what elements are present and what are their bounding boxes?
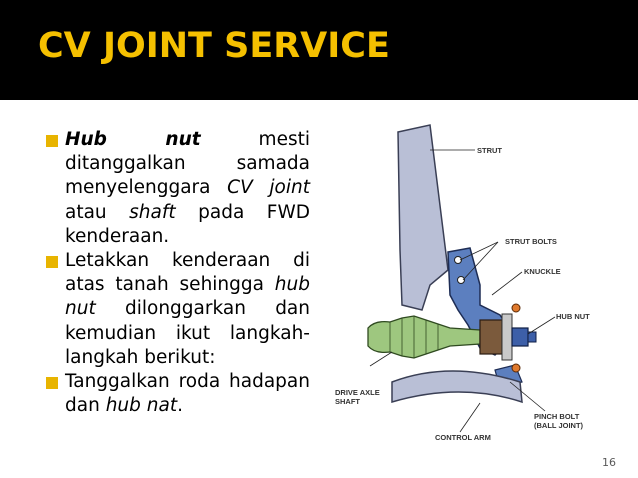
label-drive-axle: DRIVE AXLE xyxy=(335,388,380,397)
bullet-item: Hub nut mesti ditanggalkan samada menyel… xyxy=(46,128,310,249)
label-hub-nut: HUB NUT xyxy=(556,312,590,321)
bullet-item: Letakkan kenderaan di atas tanah sehingg… xyxy=(46,249,310,370)
page-number: 16 xyxy=(602,456,616,469)
label-strut-bolts: STRUT BOLTS xyxy=(505,237,557,246)
bullet-marker xyxy=(46,135,58,147)
label-pinch-bolt: PINCH BOLT xyxy=(534,412,580,421)
strut-shape xyxy=(397,124,449,311)
title-bar xyxy=(0,0,638,100)
stud-upper xyxy=(511,303,521,313)
cv-joint-diagram: STRUT STRUT BOLTS KNUCKLE HUB NUT DRIVE … xyxy=(335,124,590,442)
hub-flange xyxy=(501,313,513,361)
stud-lower xyxy=(511,363,521,373)
hub-bearing xyxy=(479,319,503,355)
bullet-marker xyxy=(46,377,58,390)
boot-ribs xyxy=(389,316,439,358)
hub-stud xyxy=(527,331,537,343)
control-arm-shape xyxy=(391,370,523,404)
label-ball-joint: (BALL JOINT) xyxy=(534,421,584,430)
hub-nut xyxy=(511,327,529,347)
strut-bolt-upper xyxy=(454,256,462,264)
bullet-text: Tanggalkan roda hadapan dan hub nat. xyxy=(65,371,310,417)
bullet-text: Hub nut mesti ditanggalkan samada menyel… xyxy=(65,129,310,247)
bullet-item: Tanggalkan roda hadapan dan hub nat. xyxy=(46,370,310,418)
label-knuckle: KNUCKLE xyxy=(524,267,561,276)
axle-boot xyxy=(367,315,481,359)
slide-title: CV JOINT SERVICE xyxy=(38,26,390,66)
bullet-marker xyxy=(46,256,58,269)
bullet-list: Hub nut mesti ditanggalkan samada menyel… xyxy=(46,128,310,418)
label-strut: STRUT xyxy=(477,146,502,155)
leader-lines xyxy=(369,149,556,433)
label-control-arm: CONTROL ARM xyxy=(435,433,491,442)
bullet-text: Letakkan kenderaan di atas tanah sehingg… xyxy=(65,250,310,368)
strut-bolt-lower xyxy=(457,276,465,284)
label-drive-axle-shaft: SHAFT xyxy=(335,397,360,406)
